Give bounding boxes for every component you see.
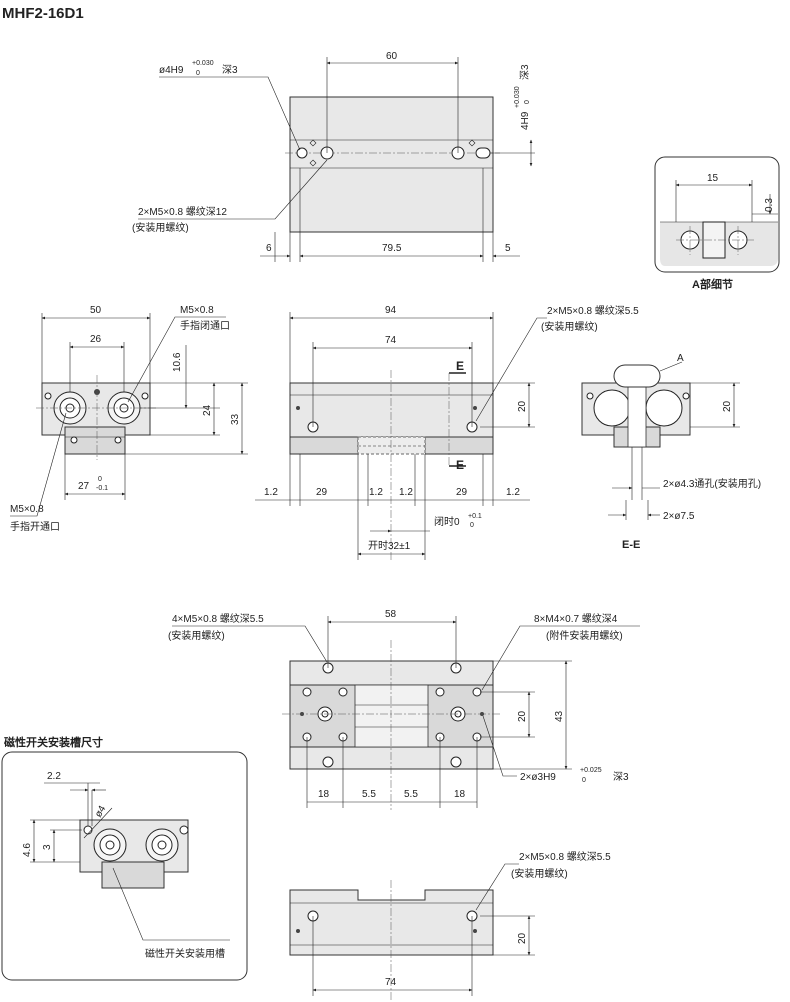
dim-6: 6 — [266, 243, 272, 254]
bottom-dim-20: 20 — [517, 710, 528, 722]
accessory-thread-note: 8×M4×0.7 螺纹深4 — [534, 612, 618, 625]
section-mark-top: E — [456, 359, 464, 373]
end-dim-27-upper: 0 — [98, 476, 102, 483]
groove-dim-4-6: 4.6 — [22, 843, 33, 857]
rear-dim-74: 74 — [385, 977, 397, 988]
front-dim-94: 94 — [385, 305, 397, 316]
groove-label: 磁性开关安装用槽 — [145, 947, 225, 960]
end-dim-33: 33 — [230, 413, 241, 425]
section-ee: A 20 2×ø4.3通孔(安装用孔) 2×ø7.5 E-E — [581, 353, 761, 551]
slot-tol-upper: +0.030 — [514, 86, 521, 108]
bottom-dim-5-5: 5.5 — [362, 789, 376, 800]
dim-5: 5 — [505, 243, 511, 254]
bottom-dim-18: 18 — [318, 789, 330, 800]
open-note: 开时32±1 — [368, 540, 411, 552]
rear-thread-sub: (安装用螺纹) — [511, 867, 568, 880]
top-thread-sub: (安装用螺纹) — [132, 221, 189, 234]
front-dim-1-2: 1.2 — [369, 487, 383, 498]
top-view-body — [289, 96, 494, 233]
thru-hole-note: 2×ø4.3通孔(安装用孔) — [663, 477, 761, 490]
end-dim-27: 27 — [78, 481, 90, 492]
front-dim-1-2: 1.2 — [399, 487, 413, 498]
section-dim-20: 20 — [722, 400, 733, 412]
front-dim-20: 20 — [517, 400, 528, 412]
closed-tol-upper: +0.1 — [468, 513, 482, 520]
dim-79-5: 79.5 — [382, 243, 402, 254]
groove-dim-phi4: ø4 — [93, 804, 109, 820]
pin-hole-tol-upper: +0.030 — [192, 60, 214, 67]
detail-a-marker: A — [677, 353, 684, 364]
pin-depth: 深3 — [613, 771, 629, 783]
switch-groove-heading: 磁性开关安装槽尺寸 — [4, 735, 103, 749]
detail-a-caption: A部细节 — [692, 277, 733, 291]
front-thread-sub: (安装用螺纹) — [541, 320, 598, 333]
detail-dim-0-3: 0.3 — [764, 198, 775, 212]
close-port-note: M5×0.8 — [180, 305, 214, 316]
rear-dim-20: 20 — [517, 932, 528, 944]
bottom-dim-18: 18 — [454, 789, 466, 800]
top-view: 60 ø4H9 +0.030 0 深3 4H9 +0.030 0 深3 2×M5… — [132, 51, 535, 262]
pin-hole-note: ø4H9 — [159, 65, 184, 76]
detail-a: 15 0.3 A部细节 — [654, 156, 780, 291]
finger-right — [424, 436, 494, 455]
front-view: 94 74 2×M5×0.8 螺纹深5.5 (安装用螺纹) 20 E E 1.2… — [255, 304, 639, 560]
end-dim-50: 50 — [90, 305, 102, 316]
section-ee-caption: E-E — [622, 539, 640, 551]
open-port-sub: 手指开通口 — [10, 520, 60, 533]
closed-tol-lower: 0 — [470, 522, 474, 529]
bottom-dim-5-5: 5.5 — [404, 789, 418, 800]
pin-hole — [296, 147, 308, 159]
bottom-dim-58: 58 — [385, 609, 397, 620]
top-thread-note: 2×M5×0.8 螺纹深12 — [138, 205, 227, 218]
slot-hole — [475, 147, 491, 159]
slot-note: 4H9 — [520, 111, 531, 130]
counterbore-note: 2×ø7.5 — [663, 511, 695, 522]
end-dim-27-lower: -0.1 — [96, 485, 108, 492]
pin-hole-note-bottom: 2×ø3H9 — [520, 772, 556, 783]
closed-note: 闭时0 — [434, 515, 460, 528]
slot-depth: 深3 — [519, 64, 531, 80]
end-view: 50 26 M5×0.8 手指闭通口 10.6 24 33 27 0 -0.1 … — [10, 305, 248, 533]
front-view-body — [289, 382, 494, 438]
front-dim-29: 29 — [456, 487, 468, 498]
pin-hole-depth: 深3 — [222, 64, 238, 76]
rear-thread-note: 2×M5×0.8 螺纹深5.5 — [519, 850, 611, 863]
bottom-thread-note: 4×M5×0.8 螺纹深5.5 — [172, 612, 264, 625]
front-dim-1-2: 1.2 — [506, 487, 520, 498]
dim-60: 60 — [386, 51, 398, 62]
groove-dim-3: 3 — [42, 844, 53, 850]
rear-view: 2×M5×0.8 螺纹深5.5 (安装用螺纹) 20 74 — [289, 850, 611, 1000]
switch-groove-panel: 磁性开关安装槽尺寸 2.2 ø4 4.6 3 磁性开关安装用槽 — [1, 735, 248, 981]
slot-tol-lower: 0 — [524, 100, 531, 104]
accessory-thread-sub: (附件安装用螺纹) — [546, 629, 623, 642]
pin-tol-lower: 0 — [582, 777, 586, 784]
front-dim-1-2: 1.2 — [264, 487, 278, 498]
finger-left — [289, 436, 359, 455]
groove-dim-2-2: 2.2 — [47, 771, 61, 782]
bottom-thread-sub: (安装用螺纹) — [168, 629, 225, 642]
end-dim-10-6: 10.6 — [172, 352, 183, 372]
section-mark-bottom: E — [456, 458, 464, 472]
end-dim-24: 24 — [202, 404, 213, 416]
front-dim-29: 29 — [316, 487, 328, 498]
open-port-note: M5×0.8 — [10, 504, 44, 515]
pin-tol-upper: +0.025 — [580, 767, 602, 774]
drawing-title: MHF2-16D1 — [2, 5, 84, 22]
front-thread-note: 2×M5×0.8 螺纹深5.5 — [547, 304, 639, 317]
front-dim-74: 74 — [385, 335, 397, 346]
bottom-dim-43: 43 — [554, 710, 565, 722]
rear-view-body — [289, 889, 494, 956]
pin-hole-tol-lower: 0 — [196, 70, 200, 77]
detail-dim-15: 15 — [707, 173, 719, 184]
end-dim-26: 26 — [90, 334, 102, 345]
bottom-view: 4×M5×0.8 螺纹深5.5 (安装用螺纹) 58 8×M4×0.7 螺纹深4… — [168, 609, 640, 810]
close-port-sub: 手指闭通口 — [180, 319, 230, 332]
